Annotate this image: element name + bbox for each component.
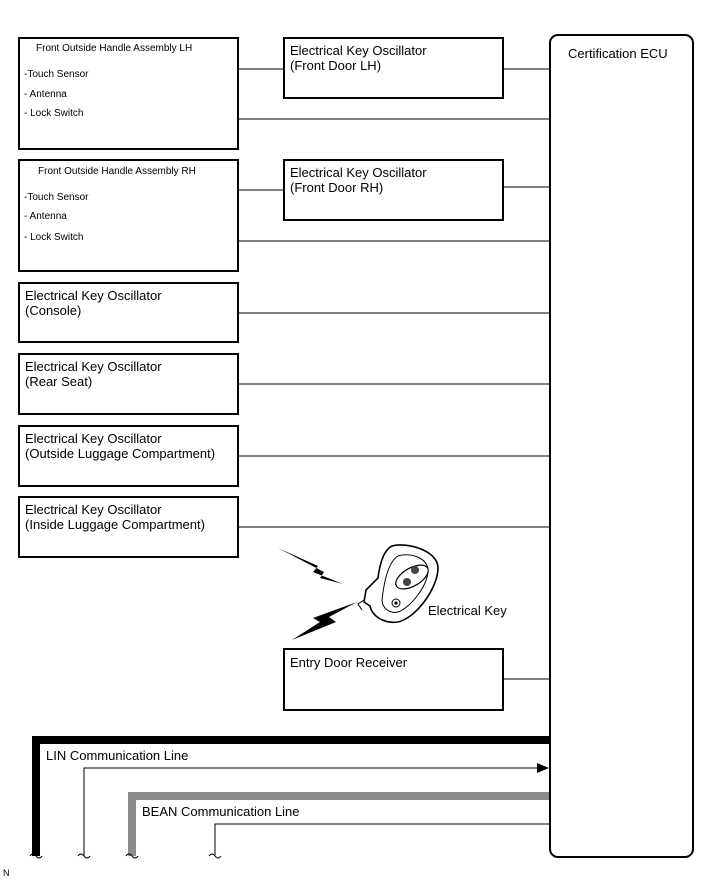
handle-rh-item: - Lock Switch xyxy=(24,232,84,243)
wireless-signal-icon xyxy=(278,548,343,584)
osc-front-rh-line1: Electrical Key Oscillator xyxy=(290,165,427,180)
osc-rear-line2: (Rear Seat) xyxy=(25,374,93,389)
osc-outside-lug-line1: Electrical Key Oscillator xyxy=(25,431,162,446)
electrical-key-label: Electrical Key xyxy=(428,603,507,618)
bean-bus-line xyxy=(128,792,549,856)
osc-front-rh-line2: (Front Door RH) xyxy=(290,180,384,195)
lin-branch-line xyxy=(83,767,540,856)
entry-door-receiver: Entry Door Receiver xyxy=(283,648,504,711)
certification-ecu: Certification ECU xyxy=(549,34,694,858)
oscillator-front-door-lh: Electrical Key Oscillator (Front Door LH… xyxy=(283,37,504,99)
electrical-key-icon xyxy=(357,544,439,624)
lin-arrow-icon xyxy=(537,763,549,773)
oscillator-inside-luggage: Electrical Key Oscillator (Inside Luggag… xyxy=(18,496,239,558)
osc-inside-lug-line2: (Inside Luggage Compartment) xyxy=(25,517,205,532)
bean-branch-line xyxy=(214,823,549,856)
handle-lh-item: - Antenna xyxy=(24,89,67,100)
handle-rh-title: Front Outside Handle Assembly RH xyxy=(38,166,196,177)
osc-inside-lug-line1: Electrical Key Oscillator xyxy=(25,502,162,517)
lin-line-label: LIN Communication Line xyxy=(46,748,189,763)
handle-rh-item: -Touch Sensor xyxy=(24,192,89,203)
lin-bus-line xyxy=(32,736,549,856)
oscillator-front-door-rh: Electrical Key Oscillator (Front Door RH… xyxy=(283,159,504,221)
figure-code: N xyxy=(3,868,10,878)
handle-lh-item: -Touch Sensor xyxy=(24,69,89,80)
osc-outside-lug-line2: (Outside Luggage Compartment) xyxy=(25,446,216,461)
osc-front-lh-line1: Electrical Key Oscillator xyxy=(290,43,427,58)
bean-bus-break-icon xyxy=(125,853,139,859)
lin-branch-break-icon xyxy=(77,853,91,859)
wireless-signal-icon xyxy=(292,602,357,640)
osc-console-line2: (Console) xyxy=(25,303,82,318)
receiver-label: Entry Door Receiver xyxy=(290,655,408,670)
oscillator-rear-seat: Electrical Key Oscillator (Rear Seat) xyxy=(18,353,239,415)
osc-console-line1: Electrical Key Oscillator xyxy=(25,288,162,303)
handle-lh-title: Front Outside Handle Assembly LH xyxy=(36,43,193,54)
oscillator-outside-luggage: Electrical Key Oscillator (Outside Lugga… xyxy=(18,425,239,487)
bean-line-label: BEAN Communication Line xyxy=(142,804,300,819)
lin-bus-break-icon xyxy=(29,853,43,859)
handle-rh-item: - Antenna xyxy=(24,211,67,222)
front-outside-handle-rh: Front Outside Handle Assembly RH -Touch … xyxy=(18,159,239,272)
osc-front-lh-line2: (Front Door LH) xyxy=(290,58,382,73)
ecu-label: Certification ECU xyxy=(568,46,668,61)
osc-rear-line1: Electrical Key Oscillator xyxy=(25,359,162,374)
front-outside-handle-lh: Front Outside Handle Assembly LH -Touch … xyxy=(18,37,239,150)
oscillator-console: Electrical Key Oscillator (Console) xyxy=(18,282,239,343)
handle-lh-item: - Lock Switch xyxy=(24,108,84,119)
bean-branch-break-icon xyxy=(208,853,222,859)
